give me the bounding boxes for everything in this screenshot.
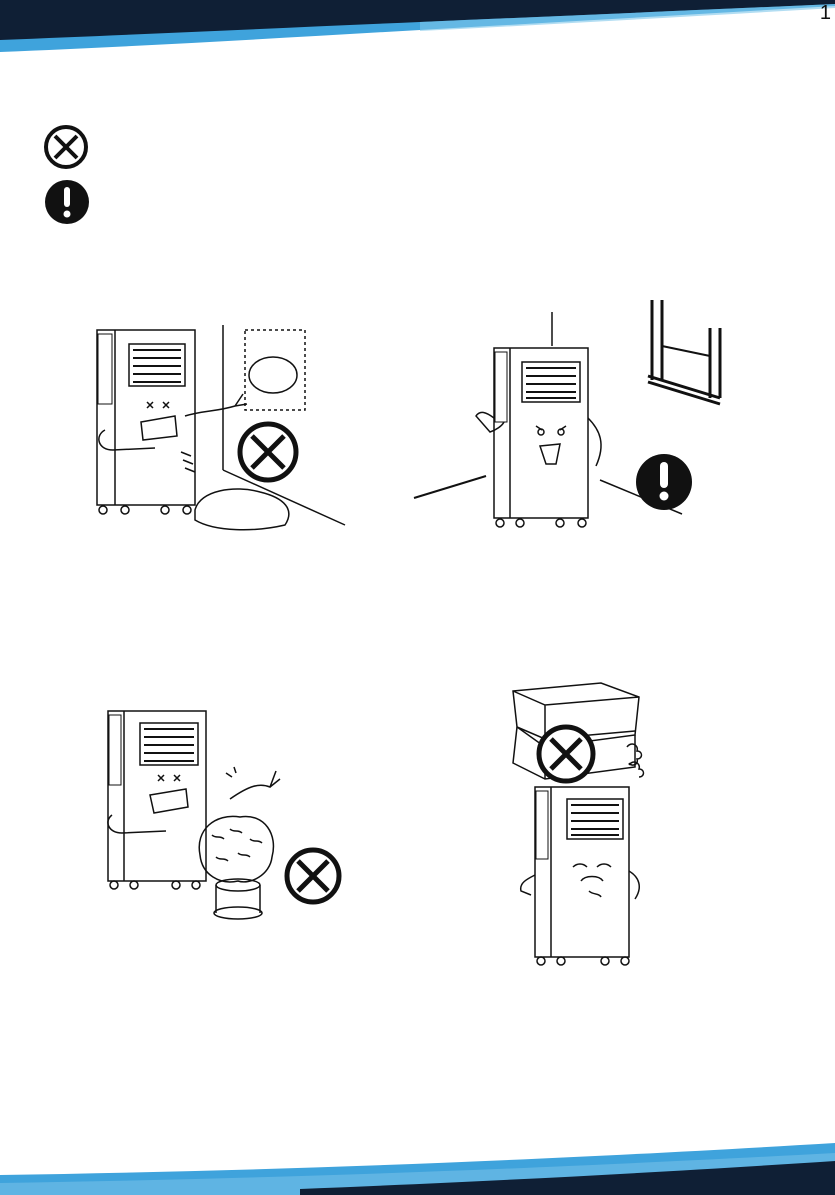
illustration-no-plants xyxy=(100,705,345,935)
footer-wave xyxy=(0,1135,835,1195)
illustration-clearance xyxy=(410,298,730,533)
mandatory-icon xyxy=(43,178,91,226)
page-number: 1 xyxy=(820,2,831,25)
header-wave xyxy=(0,0,835,60)
illustration-no-objects-on-top xyxy=(505,655,665,970)
prohibited-icon xyxy=(43,124,89,170)
illustration-no-obstacles xyxy=(85,320,355,540)
